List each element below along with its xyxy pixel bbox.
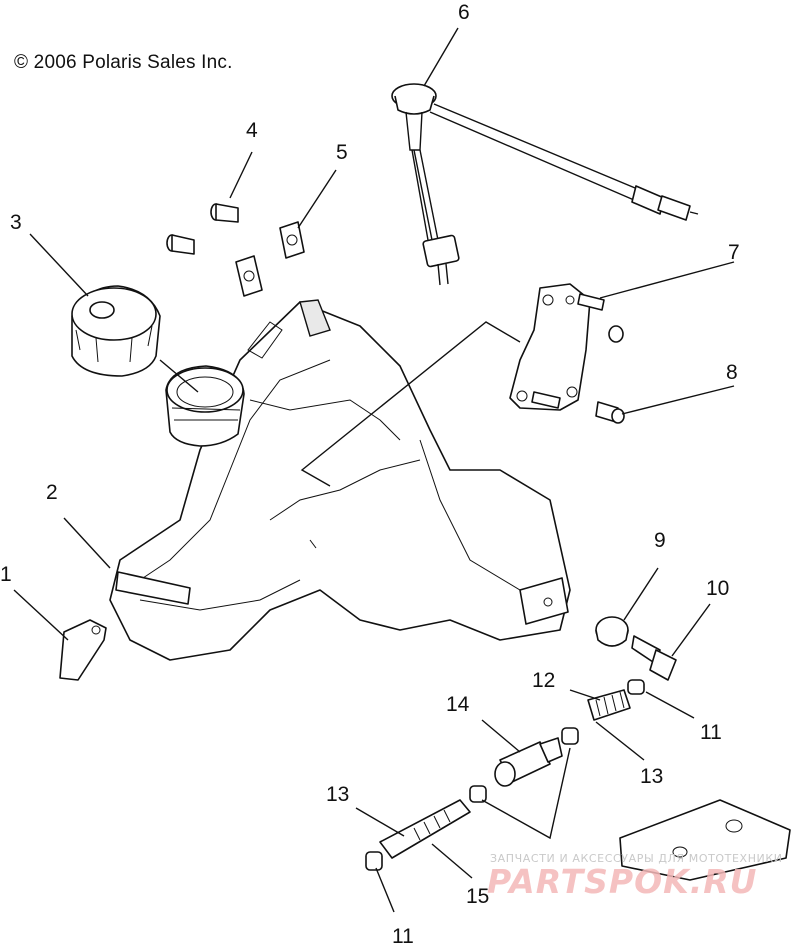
bracket-part-1: [59, 619, 107, 681]
callout-14: 14: [446, 693, 470, 716]
fuel-line-fittings: [365, 679, 645, 871]
fuel-tank-part: [109, 299, 571, 661]
callout-13-right: 13: [640, 765, 664, 788]
callout-5: 5: [336, 141, 348, 164]
screw-part-4: [166, 203, 239, 255]
copyright-notice: © 2006 Polaris Sales Inc.: [14, 52, 233, 73]
callout-7: 7: [728, 241, 740, 264]
elbow-fitting-part: [631, 635, 677, 681]
callout-11-bottom: 11: [392, 925, 414, 948]
fuel-cap-part: [71, 285, 161, 377]
callout-8: 8: [726, 361, 738, 384]
callout-10: 10: [706, 577, 730, 600]
fuel-sender-part: [391, 83, 699, 286]
speed-nut-part-5: [235, 221, 305, 297]
leader-lines: [13, 27, 735, 913]
callout-12: 12: [532, 669, 556, 692]
mount-bracket-part: [509, 283, 625, 424]
callout-13-left: 13: [326, 783, 350, 806]
callout-4: 4: [246, 119, 258, 142]
callout-2: 2: [46, 481, 58, 504]
callout-1: 1: [0, 563, 12, 586]
watermark-caption: ЗАПЧАСТИ И АКСЕССУАРЫ ДЛЯ МОТОТЕХНИКИ: [490, 852, 783, 865]
callout-9: 9: [654, 529, 666, 552]
grommet-part-9: [595, 616, 629, 647]
lower-bracket-part: [619, 799, 791, 881]
callout-6: 6: [458, 1, 470, 24]
callout-11-right: 11: [700, 721, 722, 744]
callout-3: 3: [10, 211, 22, 234]
callout-15: 15: [466, 885, 490, 908]
watermark-logo: PARTSPOK.RU: [487, 862, 758, 901]
